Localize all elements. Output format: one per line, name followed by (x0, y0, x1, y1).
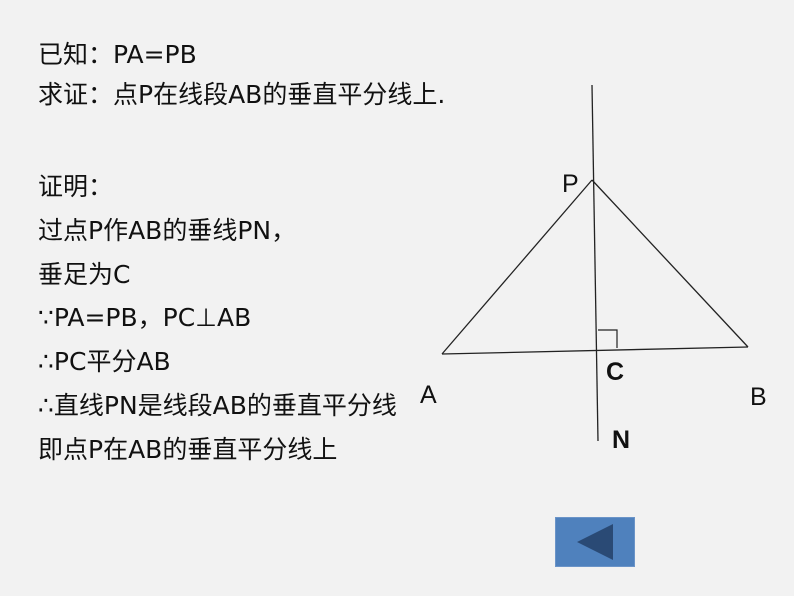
proof-step: 即点P在AB的垂直平分线上 (38, 435, 338, 464)
given-text: 已知：PA=PB (38, 40, 197, 69)
label-c: C (606, 358, 625, 386)
line-pn (591, 84, 599, 442)
triangle-left-icon (577, 524, 613, 560)
label-b: B (750, 383, 767, 411)
prove-text: 求证：点P在线段AB的垂直平分线上. (38, 80, 446, 109)
proof-step: ∴PC平分AB (38, 347, 171, 376)
proof-step: ∵PA=PB，PC⊥AB (38, 303, 252, 332)
proof-step: 过点P作AB的垂线PN， (38, 216, 297, 245)
right-angle-mark (598, 329, 618, 348)
proof-step: 垂足为C (38, 260, 131, 289)
label-p: P (562, 170, 579, 198)
label-n: N (612, 426, 631, 454)
segment-ab (441, 346, 749, 355)
proof-heading: 证明： (38, 172, 114, 201)
proof-step: ∴直线PN是线段AB的垂直平分线 (38, 391, 397, 420)
segment-pa (441, 179, 593, 355)
back-button[interactable] (555, 517, 635, 567)
label-a: A (420, 381, 437, 409)
segment-pb (591, 179, 749, 348)
